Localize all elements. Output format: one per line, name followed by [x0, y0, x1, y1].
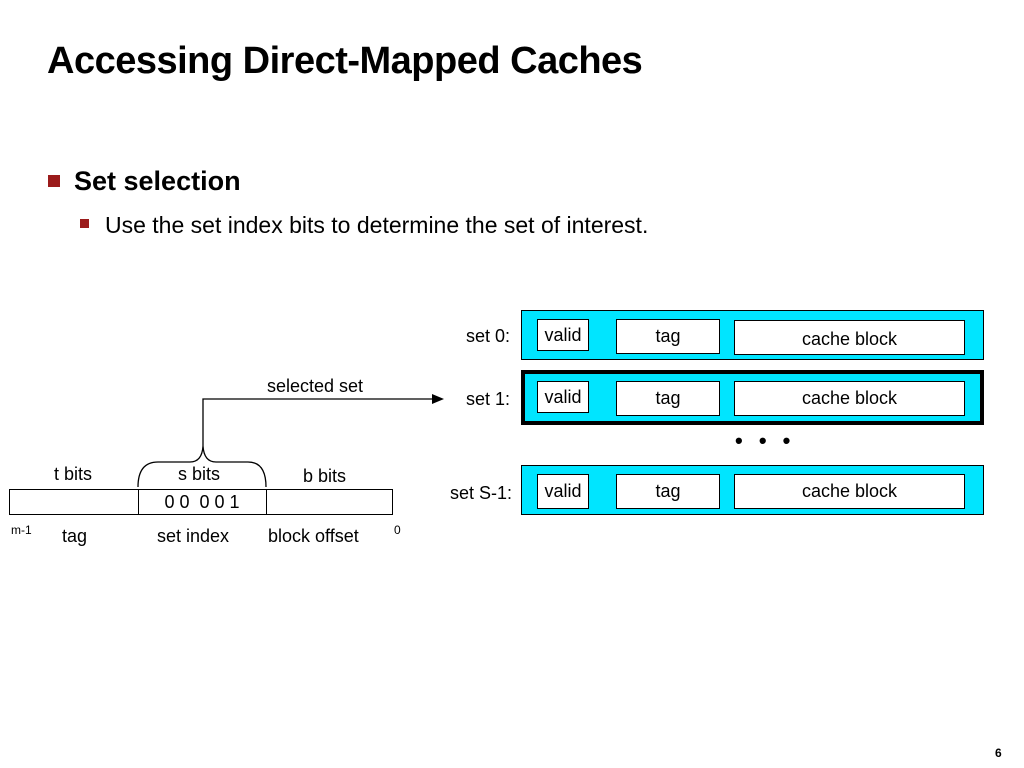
- cache-block-cell: cache block: [734, 381, 965, 416]
- sub-bullet-set-index: Use the set index bits to determine the …: [80, 212, 648, 239]
- bullet-text: Set selection: [74, 166, 241, 196]
- selected-set-line: [202, 398, 432, 446]
- low-bit-label: 0: [394, 523, 401, 537]
- cache-set-1-selected: valid tag cache block: [521, 370, 984, 425]
- sub-bullet-text: Use the set index bits to determine the …: [105, 212, 649, 238]
- tag-cell: tag: [616, 381, 720, 416]
- set-index-bits: 0 0 0 0 1: [164, 492, 240, 512]
- high-bit-label: m-1: [11, 523, 32, 537]
- b-bits-label: b bits: [303, 466, 347, 486]
- set-index-field-label: set index: [157, 526, 230, 546]
- set-0-label: set 0:: [465, 326, 510, 346]
- square-bullet-icon: [48, 175, 60, 187]
- block-offset-field-label: block offset: [268, 526, 359, 546]
- s-bits-label: s bits: [178, 464, 221, 484]
- square-bullet-icon: [80, 219, 89, 228]
- address-box: 0 0 0 0 1: [9, 489, 393, 515]
- set-1-label: set 1:: [465, 389, 510, 409]
- page-number: 6: [995, 746, 1002, 760]
- valid-bit-cell: valid: [537, 474, 589, 509]
- bullet-set-selection: Set selection: [48, 166, 241, 197]
- t-bits-label: t bits: [54, 464, 93, 484]
- valid-bit-cell: valid: [537, 319, 589, 351]
- selected-set-label: selected set: [267, 376, 364, 396]
- tag-field-label: tag: [62, 526, 88, 546]
- set-s-1-label: set S-1:: [449, 483, 512, 503]
- cache-set-0: valid tag cache block: [521, 310, 984, 360]
- cache-block-cell: cache block: [734, 474, 965, 509]
- cache-set-s-1: valid tag cache block: [521, 465, 984, 515]
- address-divider: [266, 490, 267, 514]
- arrowhead-icon: [432, 394, 444, 404]
- valid-bit-cell: valid: [537, 381, 589, 413]
- tag-cell: tag: [616, 474, 720, 509]
- address-divider: [138, 490, 139, 514]
- ellipsis: • • •: [735, 428, 796, 453]
- slide-title: Accessing Direct-Mapped Caches: [47, 40, 643, 82]
- cache-block-cell: cache block: [734, 320, 965, 355]
- tag-cell: tag: [616, 319, 720, 354]
